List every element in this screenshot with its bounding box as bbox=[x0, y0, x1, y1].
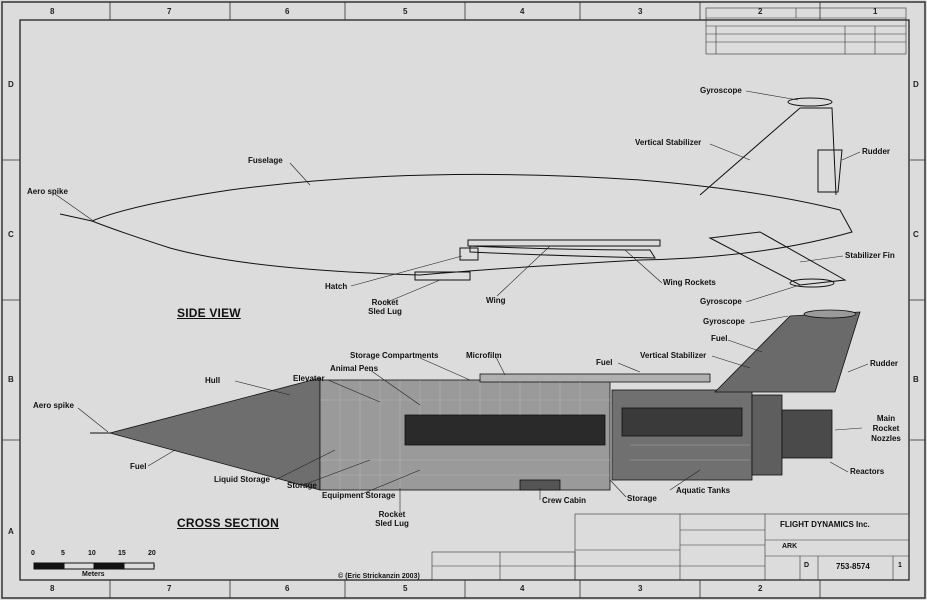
cs-label-vertical-stabilizer: Vertical Stabilizer bbox=[640, 351, 707, 360]
title-block-title: ARK bbox=[782, 543, 798, 550]
title-block bbox=[431, 513, 910, 581]
sv-label-hatch: Hatch bbox=[325, 282, 348, 291]
scale-tick-20: 20 bbox=[148, 550, 156, 557]
cs-label-liquid-storage: Liquid Storage bbox=[214, 475, 270, 484]
scale-tick-5: 5 bbox=[61, 550, 65, 557]
cs-label-aero-spike: Aero spike bbox=[33, 401, 74, 410]
scale-unit: Meters bbox=[82, 571, 105, 578]
title-block-company: FLIGHT DYNAMICS Inc. bbox=[780, 520, 870, 529]
gyroscope-bottom-shape bbox=[789, 278, 835, 288]
zone-top-4: 4 bbox=[520, 7, 525, 16]
sv-label-stabilizer-fin: Stabilizer Fin bbox=[845, 251, 895, 260]
zone-top-1: 1 bbox=[873, 7, 878, 16]
cs-label-storage-right: Storage bbox=[627, 494, 657, 503]
title-block-size: D bbox=[804, 562, 810, 569]
aero-spike-shape bbox=[59, 213, 93, 222]
scale-tick-10: 10 bbox=[88, 550, 96, 557]
zone-bottom-3: 3 bbox=[638, 584, 643, 593]
cs-label-fuel-top: Fuel bbox=[711, 334, 728, 343]
zone-side-d: D bbox=[8, 80, 14, 89]
zone-top-3: 3 bbox=[638, 7, 643, 16]
hatch-shape bbox=[459, 247, 479, 261]
zone-top-8: 8 bbox=[50, 7, 55, 16]
cs-label-aquatic-tanks: Aquatic Tanks bbox=[676, 486, 731, 495]
rudder-outline bbox=[817, 149, 843, 193]
zone-bottom-8: 8 bbox=[50, 584, 55, 593]
sv-label-gyroscope-bottom: Gyroscope bbox=[700, 297, 742, 306]
title-block-drawing-number: 753-8574 bbox=[836, 562, 870, 571]
cs-label-rudder: Rudder bbox=[870, 359, 898, 368]
cs-label-fuel-bottom: Fuel bbox=[130, 462, 147, 471]
crew-deck bbox=[404, 414, 606, 446]
cs-label-elevator: Elevator bbox=[293, 374, 325, 383]
sv-label-rudder: Rudder bbox=[862, 147, 890, 156]
zone-side-b: B bbox=[8, 375, 14, 384]
rocket-sled-lug-shape bbox=[414, 271, 471, 281]
zone-bottom-2: 2 bbox=[758, 584, 763, 593]
cs-label-main-rocket-nozzles: Main Rocket Nozzles bbox=[871, 414, 901, 443]
wing-outline bbox=[469, 245, 656, 259]
zone-bottom-6: 6 bbox=[285, 584, 290, 593]
sv-label-wing: Wing bbox=[486, 296, 506, 305]
cs-label-rocket-sled-lug: Rocket Sled Lug bbox=[375, 510, 409, 528]
sv-label-rocket-sled-lug: Rocket Sled Lug bbox=[368, 298, 402, 316]
cross-section-leaders bbox=[77, 315, 869, 512]
side-view-drawing bbox=[59, 97, 853, 288]
sv-label-fuselage: Fuselage bbox=[248, 156, 283, 165]
cs-label-reactors: Reactors bbox=[850, 467, 885, 476]
zone-right-b: B bbox=[913, 375, 919, 384]
zone-right-c: C bbox=[913, 230, 919, 239]
cs-label-microfilm: Microfilm bbox=[466, 351, 502, 360]
sv-label-aero-spike: Aero spike bbox=[27, 187, 68, 196]
sv-label-gyroscope-top: Gyroscope bbox=[700, 86, 742, 95]
microfilm-strip bbox=[479, 373, 711, 383]
zone-bottom-7: 7 bbox=[167, 584, 172, 593]
cs-label-fuel-mid: Fuel bbox=[596, 358, 613, 367]
cs-vertical-stabilizer bbox=[714, 311, 861, 393]
stabilizer-fin-outline bbox=[708, 231, 847, 286]
reactor-section bbox=[751, 394, 783, 476]
side-view-leaders bbox=[54, 90, 861, 304]
cs-label-crew-cabin: Crew Cabin bbox=[542, 496, 587, 505]
cross-section-drawing bbox=[90, 309, 861, 491]
zone-bottom-5: 5 bbox=[403, 584, 408, 593]
revision-block bbox=[705, 7, 907, 55]
zone-top-2: 2 bbox=[758, 7, 763, 16]
aquatic-tanks-shape bbox=[621, 407, 743, 437]
cs-label-storage-left: Storage bbox=[287, 481, 317, 490]
cs-label-hull: Hull bbox=[205, 376, 221, 385]
copyright: © (Eric Strickanzin 2003) bbox=[338, 573, 420, 580]
cross-section-title: CROSS SECTION bbox=[177, 516, 279, 530]
zone-side-a: A bbox=[8, 527, 14, 536]
zone-top-5: 5 bbox=[403, 7, 408, 16]
cs-label-storage-compartments: Storage Compartments bbox=[350, 351, 439, 360]
fuselage-outline bbox=[90, 173, 853, 276]
scale-tick-15: 15 bbox=[118, 550, 126, 557]
wing-rocket-upper bbox=[467, 239, 661, 247]
cs-label-animal-pens: Animal Pens bbox=[330, 364, 379, 373]
cs-gyroscope-shape bbox=[803, 309, 857, 319]
sv-label-wing-rockets: Wing Rockets bbox=[663, 278, 716, 287]
zone-top-6: 6 bbox=[285, 7, 290, 16]
zone-side-c: C bbox=[8, 230, 14, 239]
scale-tick-0: 0 bbox=[31, 550, 35, 557]
title-block-sheet: 1 bbox=[898, 562, 902, 569]
vertical-stabilizer-outline bbox=[699, 107, 837, 196]
cross-section-hatching bbox=[320, 380, 750, 490]
scale-bar bbox=[33, 562, 155, 570]
sv-label-vertical-stabilizer: Vertical Stabilizer bbox=[635, 138, 702, 147]
gyroscope-top-shape bbox=[787, 97, 833, 107]
side-view-title: SIDE VIEW bbox=[177, 306, 241, 320]
engine-section bbox=[781, 409, 833, 459]
zone-top-7: 7 bbox=[167, 7, 172, 16]
cs-label-equipment-storage: Equipment Storage bbox=[322, 491, 396, 500]
zone-bottom-4: 4 bbox=[520, 584, 525, 593]
zone-right-d: D bbox=[913, 80, 919, 89]
cs-label-gyroscope: Gyroscope bbox=[703, 317, 745, 326]
